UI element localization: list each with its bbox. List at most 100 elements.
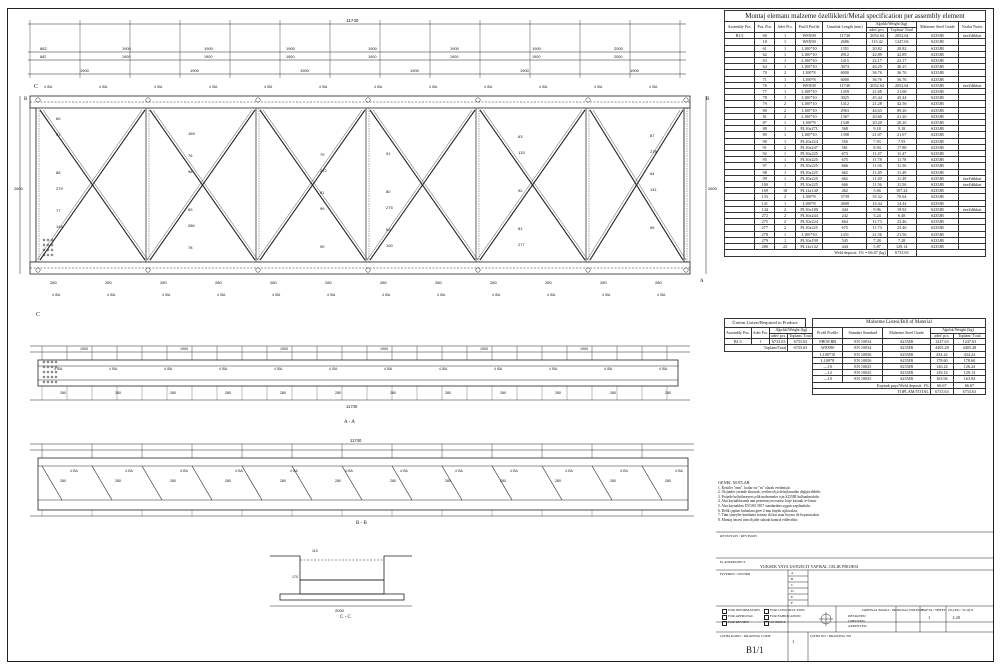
gusset-plate bbox=[35, 267, 41, 273]
bolt bbox=[42, 380, 46, 384]
bolt bbox=[42, 370, 46, 374]
gusset-plate bbox=[255, 97, 261, 103]
role-designed: DESIGNED bbox=[848, 614, 866, 618]
dim-section-c: 2000 bbox=[335, 608, 345, 613]
col-notes: Notlar Notes bbox=[958, 20, 986, 34]
spec-cell: 141 bbox=[754, 199, 776, 207]
spec-cell: 2686 bbox=[822, 38, 868, 46]
part-tag: 280 bbox=[490, 280, 497, 285]
bom-total-value: 6733.63 bbox=[929, 387, 954, 396]
gusset-plate bbox=[145, 267, 151, 273]
sheet-frame bbox=[7, 8, 994, 662]
weld-tag: 4 ISA bbox=[455, 469, 464, 473]
spec-cell: S235JR bbox=[915, 174, 960, 183]
dim-top: 1900 bbox=[122, 55, 130, 59]
bolt bbox=[42, 238, 46, 242]
status-checkbox[interactable] bbox=[722, 615, 727, 620]
spec-cell: 662 bbox=[822, 174, 868, 183]
drawing-code-label: ÇİZİM KODU / DRAWING CODE bbox=[720, 634, 771, 638]
spec-cell bbox=[958, 87, 986, 96]
spec-cell: L100*10 bbox=[794, 94, 824, 102]
status-checkbox[interactable] bbox=[722, 621, 727, 626]
spec-cell: PL10x271 bbox=[794, 125, 824, 133]
weld-tag: 4 ISA bbox=[44, 85, 53, 89]
part-tag: 280 bbox=[610, 479, 616, 483]
note-line: 4. Alın kaynaklarında tam penetrasyon es… bbox=[718, 499, 817, 504]
status-checkbox[interactable] bbox=[764, 615, 769, 620]
spec-cell: S235JR bbox=[915, 162, 960, 170]
bom-cell: EN 10056 bbox=[842, 350, 884, 358]
weld-tag: 4 ISA bbox=[99, 85, 108, 89]
part-tag: 280 bbox=[610, 391, 616, 395]
spec-cell: S235JR bbox=[915, 119, 960, 127]
spec-table-title: Montaj elemanı malzeme özellikleri/Metal… bbox=[724, 10, 986, 21]
status-label: FOR INFORMATION bbox=[728, 608, 760, 612]
weld-tag: 4 ISA bbox=[539, 85, 548, 89]
bolt bbox=[54, 375, 58, 379]
spec-cell: S235JR bbox=[915, 224, 960, 232]
spec-cell: 87 bbox=[754, 119, 776, 127]
part-tag: 63 bbox=[518, 134, 523, 139]
spec-cell: 90 bbox=[754, 137, 776, 145]
bom-total-label: TOPLAM/TOTAL bbox=[812, 387, 931, 396]
part-tag: 280 bbox=[380, 280, 387, 285]
role-approved: APPROVED bbox=[848, 624, 867, 628]
spec-cell: 1398 bbox=[822, 131, 868, 139]
drawing-line bbox=[42, 109, 149, 261]
bolt bbox=[54, 380, 58, 384]
spec-cell: 1459 bbox=[822, 87, 868, 96]
drawing-line bbox=[91, 465, 113, 501]
spec-cell: S235JR bbox=[915, 156, 960, 164]
drawing-line bbox=[589, 109, 684, 261]
part-tag: 141 bbox=[650, 187, 657, 192]
spec-cell: S235JR bbox=[915, 181, 960, 189]
spec-cell: L100*10 bbox=[794, 131, 824, 139]
part-tag: 280 bbox=[665, 479, 671, 483]
spec-cell: 666 bbox=[822, 162, 868, 170]
part-tag: 280 bbox=[225, 391, 231, 395]
spec-footer: Weld deposit: 1% = 66.67 (kg) bbox=[724, 249, 888, 257]
spec-cell: S235JR bbox=[915, 187, 960, 195]
spec-cell: L100*10 bbox=[794, 230, 824, 238]
col-weight: Ağırlık/Weight (kg) bbox=[866, 21, 917, 28]
spec-cell: 6000 bbox=[822, 75, 868, 83]
spec-cell: S235JR bbox=[915, 131, 960, 139]
units-table: Assembly Pos. Adet Pcs. Ağırlık/Weight (… bbox=[723, 326, 814, 352]
bolt bbox=[50, 365, 54, 369]
part-tag: 280 bbox=[500, 479, 506, 483]
status-checkbox[interactable] bbox=[764, 621, 769, 626]
part-tag: 280 bbox=[160, 280, 167, 285]
dim-bay: 1900 bbox=[300, 68, 310, 73]
units-col-total: Toplam/ Total bbox=[787, 332, 814, 340]
bom-cell: 126.24 bbox=[952, 362, 987, 371]
weld-tag: 4 ISA bbox=[400, 469, 409, 473]
status-checkbox[interactable] bbox=[764, 609, 769, 614]
spec-cell: özel/dikkat bbox=[958, 174, 986, 183]
spec-cell bbox=[958, 106, 986, 114]
drawing-line bbox=[391, 465, 413, 501]
cut-marker-b-left: B bbox=[24, 97, 28, 102]
status-checkbox[interactable] bbox=[722, 609, 727, 614]
spec-cell: S235JR bbox=[915, 230, 960, 238]
part-tag: 280 bbox=[225, 479, 231, 483]
spec-cell: S235JR bbox=[915, 243, 960, 251]
spec-cell-assembly bbox=[723, 119, 756, 127]
spec-cell: PL12x140 bbox=[794, 187, 824, 195]
spec-cell: 79 bbox=[754, 100, 776, 108]
spec-cell: 545 bbox=[822, 236, 868, 245]
weld-tag: 4 ISA bbox=[659, 367, 668, 371]
part-tag: 77 bbox=[56, 208, 61, 213]
spec-cell: 1351 bbox=[822, 44, 868, 52]
drawing-line bbox=[39, 109, 146, 261]
spec-cell: S235JR bbox=[915, 199, 960, 207]
bom-cell: 434.22 bbox=[952, 350, 987, 358]
spec-cell: L100*8 bbox=[794, 75, 824, 83]
bom-cell: 163.94 bbox=[952, 375, 987, 383]
spec-cell: S235JR bbox=[915, 87, 960, 96]
